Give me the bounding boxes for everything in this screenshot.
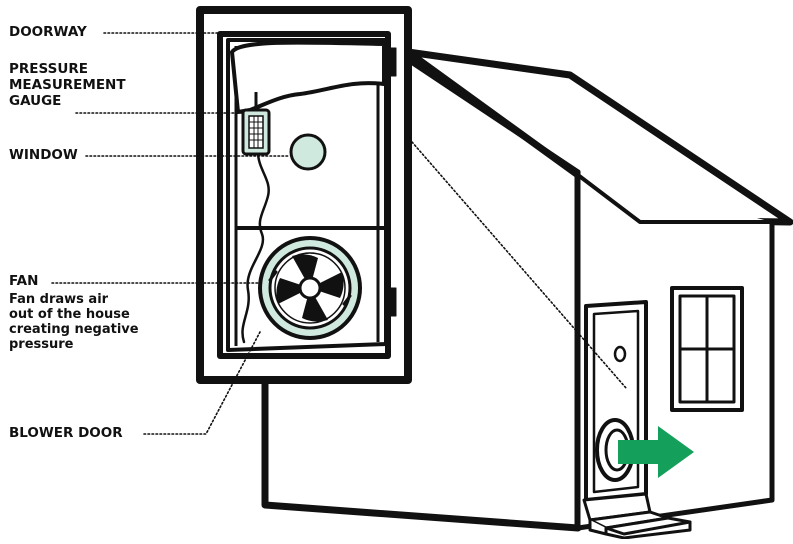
window-circle bbox=[289, 133, 327, 171]
blower-door-leader bbox=[143, 331, 261, 435]
fan-description-line2: out of the house bbox=[9, 307, 130, 322]
house-corner-line bbox=[576, 173, 774, 224]
fan-description-line4: pressure bbox=[9, 337, 74, 352]
fan-description-line1: Fan draws air bbox=[9, 292, 109, 307]
window-label: WINDOW bbox=[9, 147, 78, 163]
house bbox=[261, 48, 793, 540]
house-door-leader bbox=[411, 141, 627, 389]
blower-door-label: BLOWER DOOR bbox=[9, 425, 123, 441]
side-window bbox=[670, 286, 744, 412]
fan-label: FAN bbox=[9, 273, 39, 289]
shroud-top bbox=[230, 40, 386, 114]
pressure-gauge-icon bbox=[241, 92, 271, 156]
gauge-label-line3: GAUGE bbox=[9, 93, 62, 109]
fan-icon bbox=[258, 236, 362, 340]
airflow-arrow-icon bbox=[618, 426, 694, 478]
house-roof-edge bbox=[407, 57, 581, 175]
gauge-label-line2: MEASUREMENT bbox=[9, 77, 126, 93]
gauge-wire bbox=[241, 150, 270, 344]
house-steps bbox=[582, 492, 692, 540]
gauge-label-line1: PRESSURE bbox=[9, 61, 88, 77]
house-door bbox=[584, 300, 648, 502]
doorway-label: DOORWAY bbox=[9, 24, 87, 40]
fan-description-line3: creating negative bbox=[9, 322, 139, 337]
leader-lines bbox=[51, 32, 627, 435]
